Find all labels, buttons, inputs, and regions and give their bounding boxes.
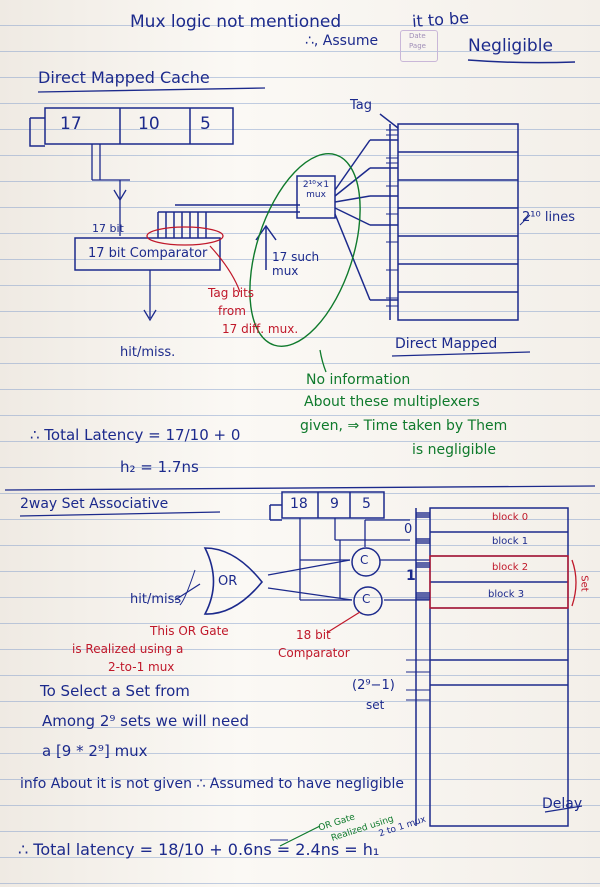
dm-comparator-box [74, 204, 300, 271]
sa-heading: 2way Set Associative [20, 496, 169, 512]
dm-comparator-label: 17 bit Comparator [88, 246, 208, 261]
date-page-stamp: Date Page [400, 30, 438, 62]
dm-mux-count-label: 17 such mux [272, 250, 320, 278]
header-line-2b: it to be [411, 8, 470, 31]
sa-text-line-1: To Select a Set from [40, 682, 190, 700]
block-0-label: block 0 [492, 512, 529, 523]
comparator-note-2: Comparator [278, 646, 350, 660]
dm-mux-box [255, 139, 398, 301]
tagbits-note-2: from [218, 304, 246, 318]
no-info-note-2: About these multiplexers [304, 394, 480, 410]
sa-row-index-0: 0 [404, 522, 413, 537]
sa-address-box [269, 491, 385, 521]
dm-latency: ∴ Total Latency = 17/10 + 0 [30, 426, 241, 444]
dm-field-index: 10 [138, 114, 160, 134]
sa-field-tag: 18 [290, 496, 308, 512]
dm-lines-label: 2¹⁰ lines [522, 210, 576, 225]
dm-cache-table [379, 113, 519, 321]
comparator-1 [351, 547, 381, 577]
stamp-page-label: Page [409, 42, 426, 50]
or-note-2: is Realized using a [72, 642, 184, 656]
tagbits-note-1: Tag bits [208, 286, 255, 300]
or-gate-label: OR [218, 574, 238, 589]
block-1-label: block 1 [492, 536, 529, 547]
comparator-2-symbol: C [362, 592, 371, 606]
sa-hit-label: hit/miss [130, 592, 182, 607]
sa-field-offset: 5 [362, 496, 371, 512]
block-2-label: block 2 [492, 562, 529, 573]
set-label: Set [578, 575, 590, 592]
stamp-date-label: Date [409, 32, 426, 40]
dm-latency-result: h₂ = 1.7ns [120, 458, 199, 476]
dm-address-box [29, 107, 234, 147]
or-note-3: 2-to-1 mux [108, 660, 175, 674]
sa-text-line-2: Among 2⁹ sets we will need [42, 712, 249, 730]
set-count-label: set [366, 698, 385, 712]
comparator-2 [353, 586, 383, 616]
no-info-note-4: is negligible [412, 442, 496, 458]
header-line-2c: Negligible [468, 36, 553, 56]
comparator-1-symbol: C [360, 553, 369, 567]
or-note-1: This OR Gate [150, 624, 229, 638]
header-line-1: Mux logic not mentioned [130, 12, 342, 32]
sa-field-index: 9 [330, 496, 339, 512]
sa-text-line-3: a [9 * 2⁹] mux [42, 742, 148, 760]
tagbits-note-3: 17 diff. mux. [222, 322, 299, 336]
no-info-note-3: given, ⇒ Time taken by Them [300, 418, 508, 434]
dm-hit-label: hit/miss. [120, 345, 176, 360]
dm-caption: Direct Mapped [395, 336, 498, 352]
sa-text-line-5: Delay [542, 796, 583, 812]
comparator-note-1: 18 bit [296, 628, 331, 642]
block-3-label: block 3 [488, 589, 525, 600]
header-line-2a: ∴, Assume [305, 33, 379, 49]
sa-text-line-4: info About it is not given ∴ Assumed to … [20, 776, 404, 792]
dm-tag-label: Tag [350, 98, 373, 113]
or-gate-shape [203, 547, 264, 615]
sa-latency: ∴ Total latency = 18/10 + 0.6ns = 2.4ns … [18, 840, 380, 859]
dm-field-offset: 5 [200, 114, 211, 134]
no-info-note-1: No information [306, 372, 411, 388]
dm-nbit-label: 17 bit [92, 222, 124, 235]
dm-field-tag: 17 [60, 114, 82, 134]
dm-mux-label: 2¹⁰×1 mux [302, 180, 330, 200]
dm-heading: Direct Mapped Cache [38, 68, 210, 87]
set-count: (2⁹−1) [352, 678, 395, 693]
sa-row-index-1: 1 [406, 568, 416, 584]
